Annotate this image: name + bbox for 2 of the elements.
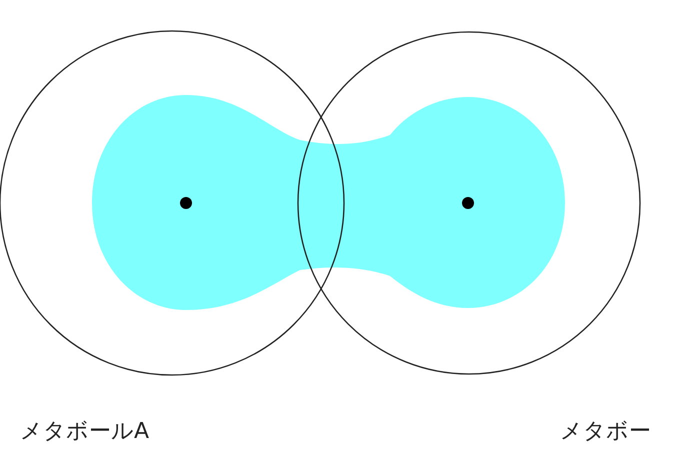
ball-label: メタボールA bbox=[20, 420, 150, 444]
ball-label: メタボー bbox=[560, 420, 651, 444]
